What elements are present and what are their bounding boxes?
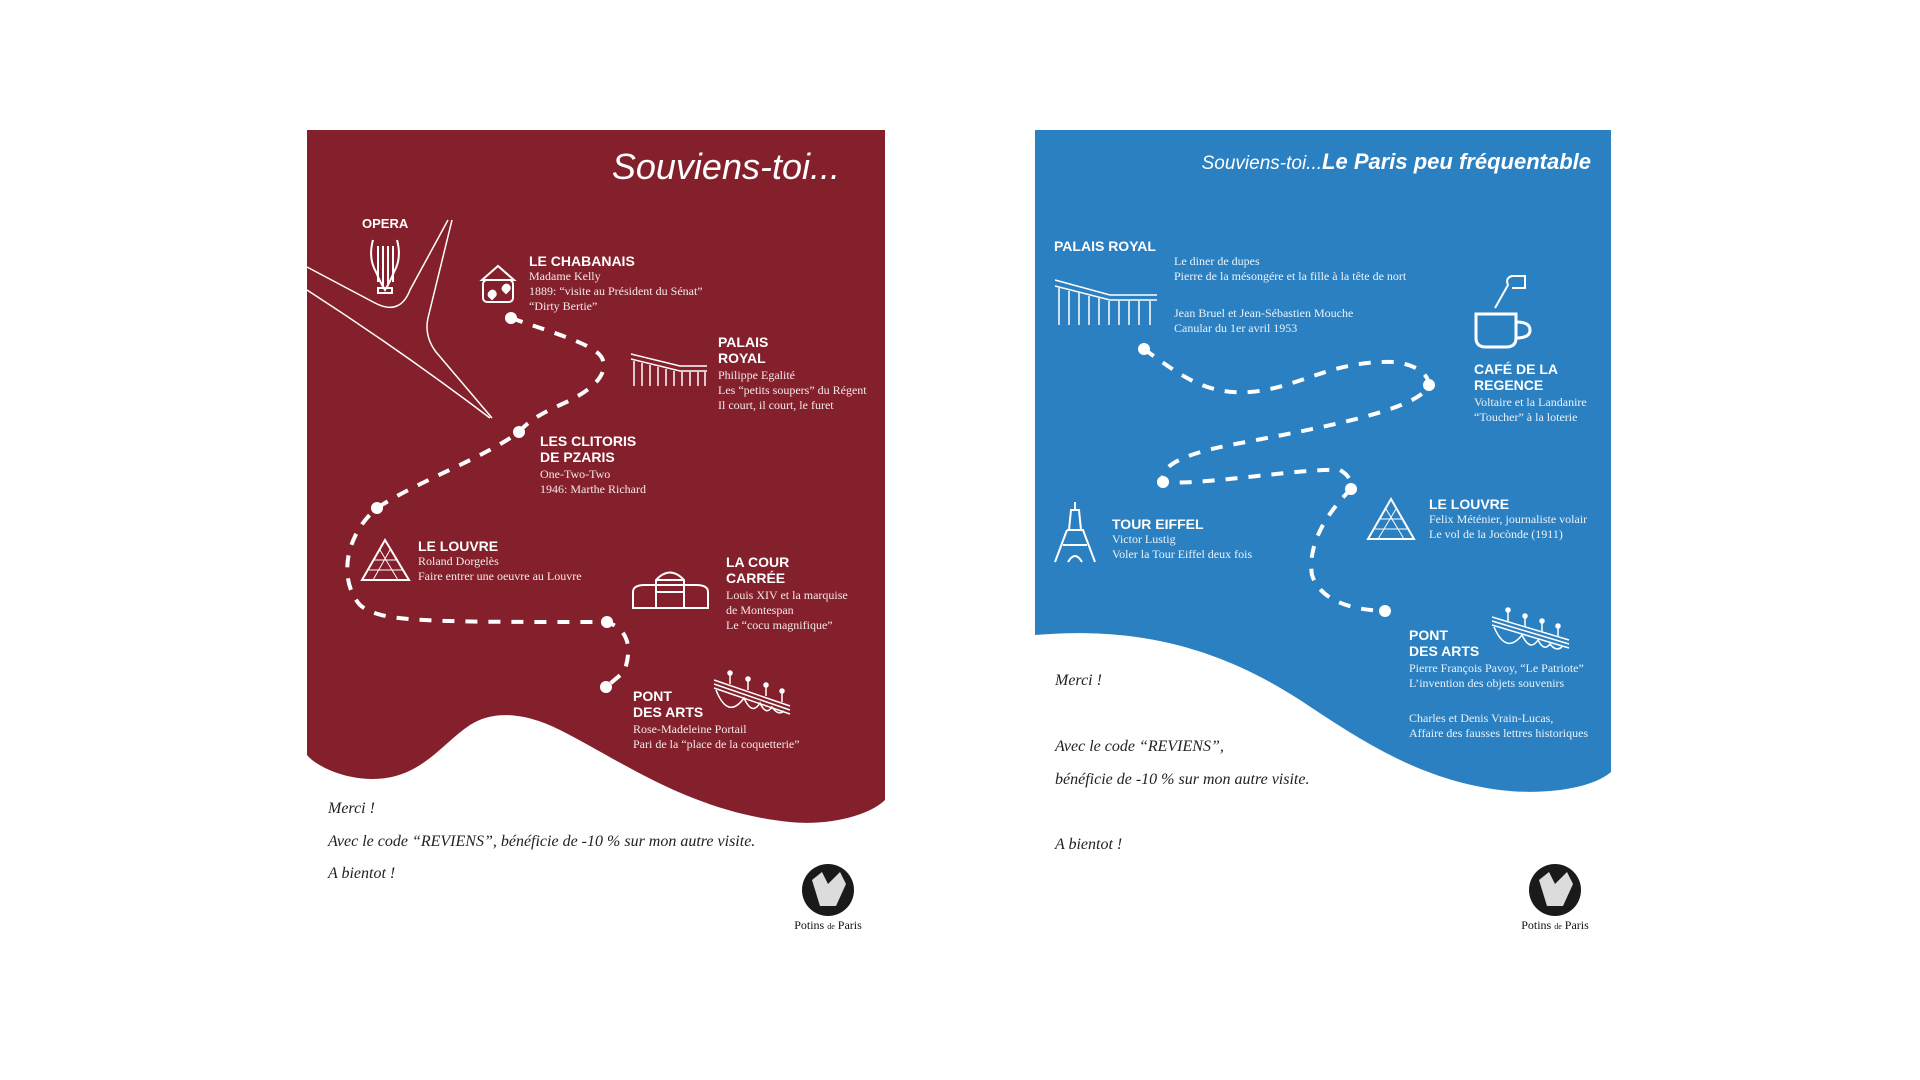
bientot-text-right: A bientot !	[1055, 836, 1123, 853]
route-dots-right	[1138, 343, 1435, 617]
stop-le-louvre: LE LOUVRE Roland Dorgelès Faire entrer u…	[418, 538, 582, 584]
stop-title: DE PZARIS	[540, 449, 615, 465]
pyramid-icon-right	[1366, 496, 1416, 540]
stop-line: Felix Méténier, journaliste volair	[1429, 512, 1588, 526]
stop-pont-des-arts-right: PONT DES ARTS Pierre François Pavoy, “Le…	[1409, 627, 1588, 741]
stop-line: Canular du 1er avril 1953	[1174, 321, 1298, 335]
stop-line: Le diner de dupes	[1174, 254, 1260, 268]
stop-line: Philippe Egalité	[718, 368, 795, 382]
right-card-background	[1035, 130, 1611, 792]
stop-pont-des-arts: PONT DES ARTS Rose-Madeleine Portail Par…	[633, 688, 800, 752]
house-hearts-icon	[479, 264, 517, 303]
palais-royal-colonnade-icon	[630, 353, 707, 386]
stop-line: Charles et Denis Vrain-Lucas,	[1409, 711, 1554, 725]
promo-code-text-right: Avec le code “REVIENS”,	[1055, 738, 1224, 755]
route-dots-left	[371, 312, 613, 693]
stop-tour-eiffel: TOUR EIFFEL Victor Lustig Voler la Tour …	[1112, 516, 1252, 562]
brand-word: Potins	[794, 918, 825, 932]
stop-title: LE LOUVRE	[418, 538, 499, 554]
merci-text: Merci !	[328, 800, 375, 817]
stop-line: Les “petits soupers” du Régent	[718, 383, 867, 397]
stop-line: “Toucher” à la loterie	[1474, 410, 1578, 424]
stop-title: ROYAL	[718, 350, 766, 366]
stop-line: Le vol de la Jocònde (1911)	[1429, 527, 1563, 541]
promo-code-text: Avec le code “REVIENS”, bénéficie de -10…	[328, 833, 756, 850]
right-poster-title: Souviens-toi...Le Paris peu fréquentable	[1202, 149, 1591, 175]
brand-word: Paris	[1564, 918, 1589, 932]
stop-title: CARRÉE	[726, 570, 786, 586]
stop-le-chabanais: LE CHABANAIS Madame Kelly 1889: “visite …	[529, 253, 703, 314]
stop-line: One-Two-Two	[540, 467, 611, 481]
stop-line: Il court, il court, le furet	[718, 398, 834, 412]
promo-discount-text-right: bénéficie de -10 % sur mon autre visite.	[1055, 771, 1310, 788]
palais-royal-colonnade-icon-right	[1054, 279, 1157, 325]
title-bold: Le Paris peu fréquentable	[1322, 149, 1591, 174]
stop-cafe-regence: CAFÉ DE LA REGENCE Voltaire et la Landan…	[1474, 361, 1587, 425]
stop-title: REGENCE	[1474, 377, 1544, 393]
stop-palais-royal: PALAIS ROYAL Philippe Egalité Les “petit…	[718, 334, 867, 413]
stop-line: 1889: “visite au Président du Sénat”	[529, 284, 703, 298]
eiffel-tower-icon	[1054, 502, 1096, 563]
stop-line: Madame Kelly	[529, 269, 601, 283]
opera-label: OPERA	[362, 216, 409, 231]
roads	[306, 219, 493, 419]
stop-line: Roland Dorgelès	[418, 554, 499, 568]
left-route-path	[345, 316, 631, 689]
title-light: Souviens-toi...	[1201, 153, 1323, 174]
stop-title: LES CLITORIS	[540, 433, 637, 449]
stop-line: Le “cocu magnifique”	[726, 618, 833, 632]
stop-le-louvre-right: LE LOUVRE Felix Méténier, journaliste vo…	[1429, 496, 1587, 542]
coffee-cup-icon	[1474, 275, 1532, 349]
stop-cour-carree: LA COUR CARRÉE Louis XIV et la marquise …	[726, 554, 848, 633]
brand-name: Potins de Paris	[794, 918, 862, 933]
stop-les-clitoris: LES CLITORIS DE PZARIS One-Two-Two 1946:…	[540, 433, 646, 497]
bientot-text: A bientot !	[328, 865, 396, 882]
merci-text-right: Merci !	[1055, 672, 1102, 689]
stop-title: DES ARTS	[633, 704, 704, 720]
brand-name-right: Potins de Paris	[1521, 918, 1589, 933]
stop-title: DES ARTS	[1409, 643, 1480, 659]
lyre-icon	[370, 239, 400, 294]
brand-word: Potins	[1521, 918, 1552, 932]
left-poster-title: Souviens-toi...	[611, 146, 840, 187]
stop-title: TOUR EIFFEL	[1112, 516, 1204, 532]
brand-word: de	[1554, 922, 1562, 931]
stop-line: Pari de la “place de la coquetterie”	[633, 737, 800, 751]
stop-line: Louis XIV et la marquise	[726, 588, 848, 602]
bridge-icon-left	[713, 670, 791, 715]
stop-palais-royal: Le diner de dupes Pierre de la mésongére…	[1174, 254, 1406, 336]
brand-word: Paris	[837, 918, 862, 932]
stop-line: Rose-Madeleine Portail	[633, 722, 747, 736]
stop-title: CAFÉ DE LA	[1474, 361, 1558, 377]
potins-de-paris-logo-left	[802, 864, 854, 916]
stop-line: 1946: Marthe Richard	[540, 482, 646, 496]
cour-carree-icon	[632, 571, 709, 609]
stop-line: L’invention des objets souvenirs	[1409, 676, 1565, 690]
stop-line: Victor Lustig	[1112, 532, 1176, 546]
pyramid-icon	[360, 538, 411, 581]
stop-title: PALAIS	[718, 334, 769, 350]
bridge-icon-right	[1491, 607, 1570, 650]
stop-line: “Dirty Bertie”	[529, 299, 598, 313]
stop-line: de Montespan	[726, 603, 794, 617]
stop-palais-royal-title: PALAIS ROYAL	[1054, 238, 1156, 254]
stop-line: Pierre François Pavoy, “Le Patriote”	[1409, 661, 1584, 675]
left-card-background	[307, 130, 885, 823]
stop-title: LA COUR	[726, 554, 790, 570]
stop-title: PONT	[633, 688, 672, 704]
stop-title: LE CHABANAIS	[529, 253, 635, 269]
stop-title: LE LOUVRE	[1429, 496, 1510, 512]
brand-word: de	[827, 922, 835, 931]
stop-line: Jean Bruel et Jean-Sébastien Mouche	[1174, 306, 1354, 320]
potins-de-paris-logo-right	[1529, 864, 1581, 916]
stop-line: Affaire des fausses lettres historiques	[1409, 726, 1589, 740]
stop-title: PONT	[1409, 627, 1448, 643]
stop-line: Pierre de la mésongére et la fille à la …	[1174, 269, 1407, 283]
right-route-path	[1142, 347, 1432, 613]
stop-line: Voler la Tour Eiffel deux fois	[1112, 547, 1253, 561]
stop-line: Voltaire et la Landanire	[1474, 395, 1587, 409]
stop-line: Faire entrer une oeuvre au Louvre	[418, 569, 582, 583]
